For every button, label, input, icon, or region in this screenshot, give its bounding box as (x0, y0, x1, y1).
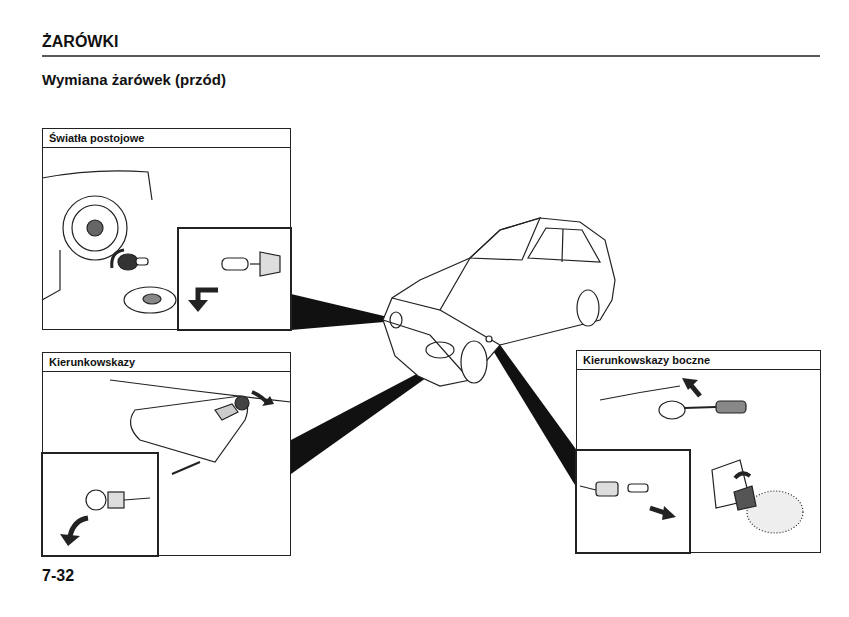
bulb (86, 490, 106, 510)
screwdriver (716, 401, 746, 413)
pointer-wedge (486, 335, 578, 490)
panel-heading: Światła postojowe (43, 129, 290, 148)
lens (659, 401, 685, 419)
body-line (600, 386, 680, 400)
side-lens (747, 491, 803, 533)
wheel (577, 290, 599, 326)
parking-light-art (42, 171, 291, 330)
cover (143, 294, 161, 304)
socket (596, 482, 618, 496)
inset-box (576, 450, 690, 553)
socket (734, 486, 756, 510)
screwdriver (684, 407, 716, 408)
body-line (440, 310, 500, 345)
pointer-wedge (291, 294, 384, 330)
pull-arrow (662, 506, 676, 520)
socket (108, 492, 124, 508)
screw (172, 462, 200, 474)
bulb (222, 258, 248, 270)
panel-heading: Kierunkowskazy (43, 353, 290, 372)
figure-panel: Światła postojowe (42, 128, 291, 330)
wire (580, 486, 596, 490)
headlight-socket (87, 220, 103, 236)
side-marker-art (576, 378, 803, 553)
headlight-back (72, 205, 118, 251)
subtitle: Wymiana żarówek (przód) (42, 71, 226, 88)
pull-arrow (70, 518, 88, 536)
turn-arrow (112, 250, 124, 268)
bulb-socket (118, 254, 138, 270)
turn-arrow (262, 396, 274, 406)
inset-box (178, 228, 291, 330)
pull-arrow (60, 534, 80, 546)
wire (124, 498, 150, 500)
windshield (470, 218, 540, 260)
bumper-line (383, 320, 470, 380)
wheel (461, 341, 487, 383)
page-number: 7-32 (42, 567, 74, 585)
hood-line (392, 258, 470, 310)
headlight (390, 312, 402, 328)
pry-arrow (682, 378, 698, 390)
bulb (136, 258, 148, 265)
headlight (426, 342, 454, 358)
housing-line (42, 250, 60, 300)
section-title: ŻARÓWKI (42, 33, 118, 51)
panel-heading: Kierunkowskazy boczne (577, 351, 820, 370)
turn-arrow (735, 473, 750, 478)
headlight-back (63, 196, 127, 260)
turn-signal-art (42, 380, 291, 556)
figure-panel: Kierunkowskazy (42, 352, 291, 556)
side-window (528, 228, 600, 262)
figure-panel: Kierunkowskazy boczne (576, 350, 821, 553)
pointer-wedge (291, 368, 433, 474)
socket (215, 404, 238, 420)
lead (250, 263, 260, 264)
window-pillar (562, 229, 563, 262)
cover (124, 287, 176, 313)
inset-box (42, 453, 158, 556)
socket (260, 252, 280, 276)
socket (235, 396, 249, 410)
side-marker (486, 336, 492, 342)
bulb (628, 484, 648, 492)
header-rule (42, 55, 820, 57)
pull-arrow (188, 300, 208, 312)
